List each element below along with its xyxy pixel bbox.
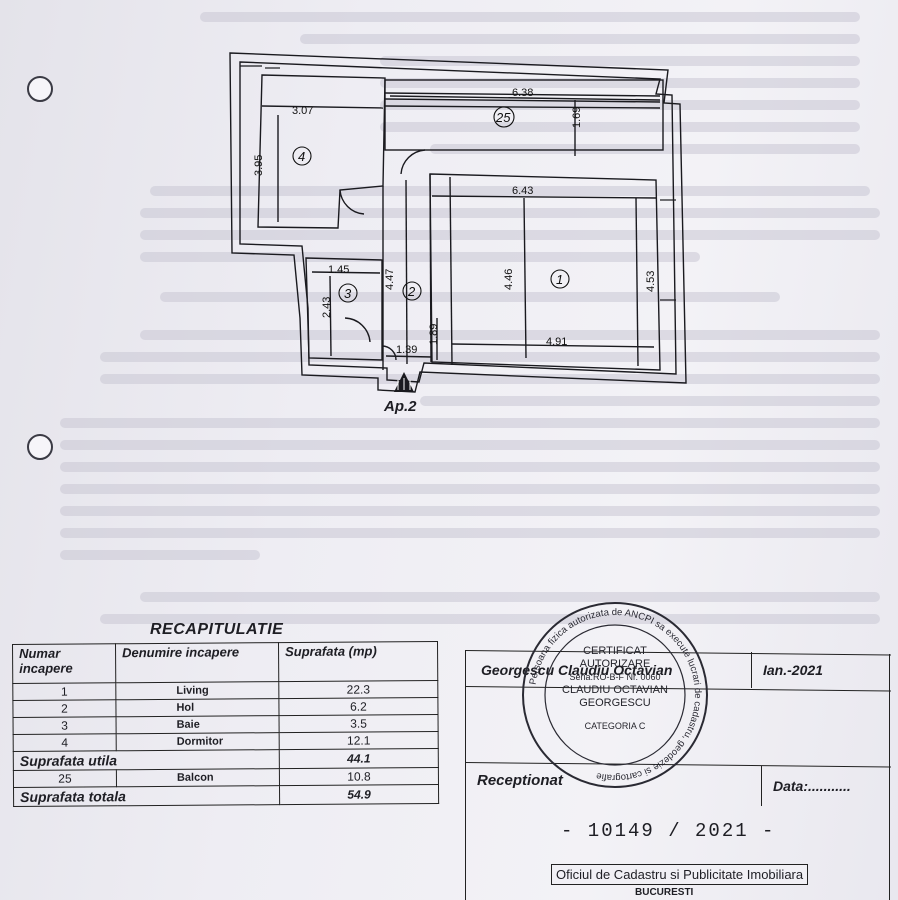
dim-label: 4.47 [384,269,396,290]
recap-title: RECAPITULATIE [150,621,284,638]
useful-area-label: Suprafata utila [13,749,280,771]
room-number: 3 [344,286,352,301]
stamp-line: Seria:RO-B-F Nr. 0060 [569,672,661,682]
stamp-center: CERTIFICAT AUTORIZARE Seria:RO-B-F Nr. 0… [548,645,682,733]
dim-label: 4.91 [546,336,567,348]
room-num-cell: 3 [13,716,117,735]
surveyor-name: Georgescu Claudiu Octavian [481,662,673,678]
dim-label: 6.38 [512,87,533,99]
room-name-cell: Baie [116,715,280,734]
dim-label: 2.43 [321,297,333,318]
room-num-cell: 2 [12,699,117,718]
stamp-line: CLAUDIU OCTAVIAN [562,684,668,696]
column-header: Numar incapere [12,643,116,684]
room-number: 1 [556,272,563,287]
dim-label: 3.07 [292,105,313,117]
room-name-cell: Living [115,681,279,700]
dim-label: 1.89 [428,324,440,345]
column-header: Suprafata (mp) [278,641,438,682]
room-number: 25 [495,110,511,125]
room-name-cell: Balcon [116,768,280,787]
registration-number: - 10149 / 2021 - [561,820,776,842]
apartment-label: Ap.2 [384,398,417,415]
signature-block: Georgescu Claudiu Octavian Ian.-2021 Rec… [464,650,893,900]
stamp-line: CATEGORIA C [584,721,646,731]
stamp-line: CERTIFICAT [583,645,647,657]
stamp-line: AUTORIZARE [579,658,651,670]
room-area-cell: 10.8 [279,767,439,786]
office-name: Oficiul de Cadastru si Publicitate Imobi… [551,864,809,885]
dim-label: 6.43 [512,185,533,197]
received-label: Receptionat [477,772,563,789]
room-num-cell: 4 [13,733,117,752]
table-header-row: Numar incapere Denumire incapere Suprafa… [12,641,438,684]
column-header: Denumire incapere [115,642,279,683]
dim-label: 1.45 [328,264,349,276]
dim-label: 1.39 [396,344,417,356]
survey-date: Ian.-2021 [763,662,823,678]
stamp-line: GEORGESCU [579,697,651,709]
dim-label: 4.46 [503,269,515,290]
binder-hole [27,76,53,102]
room-number: 4 [298,149,305,164]
total-area-value: 54.9 [279,784,439,805]
room-name-cell: Dormitor [116,732,280,751]
useful-area-value: 44.1 [279,748,439,769]
room-num-cell: 1 [12,682,116,701]
faded-background-text [60,0,880,640]
room-area-cell: 3.5 [279,714,439,733]
data-label: Data:........... [773,778,851,794]
dim-label: 4.53 [645,271,657,292]
total-area-row: Suprafata totala 54.9 [13,784,439,807]
dim-label: 3.95 [253,155,265,176]
room-area-cell: 12.1 [279,731,439,750]
room-area-cell: 22.3 [278,680,438,699]
room-area-cell: 6.2 [278,697,439,716]
room-name-cell: Hol [115,698,280,717]
total-area-label: Suprafata totala [13,785,280,807]
authorization-stamp: Persoana fizica autorizata de ANCPI sa e… [522,602,708,788]
recap-table: Numar incapere Denumire incapere Suprafa… [12,641,439,807]
dim-label: 1.69 [571,107,583,128]
binder-hole [27,434,53,460]
room-number: 2 [407,284,416,299]
office-city: BUCURESTI [635,887,694,898]
room-num-cell: 25 [13,769,117,788]
